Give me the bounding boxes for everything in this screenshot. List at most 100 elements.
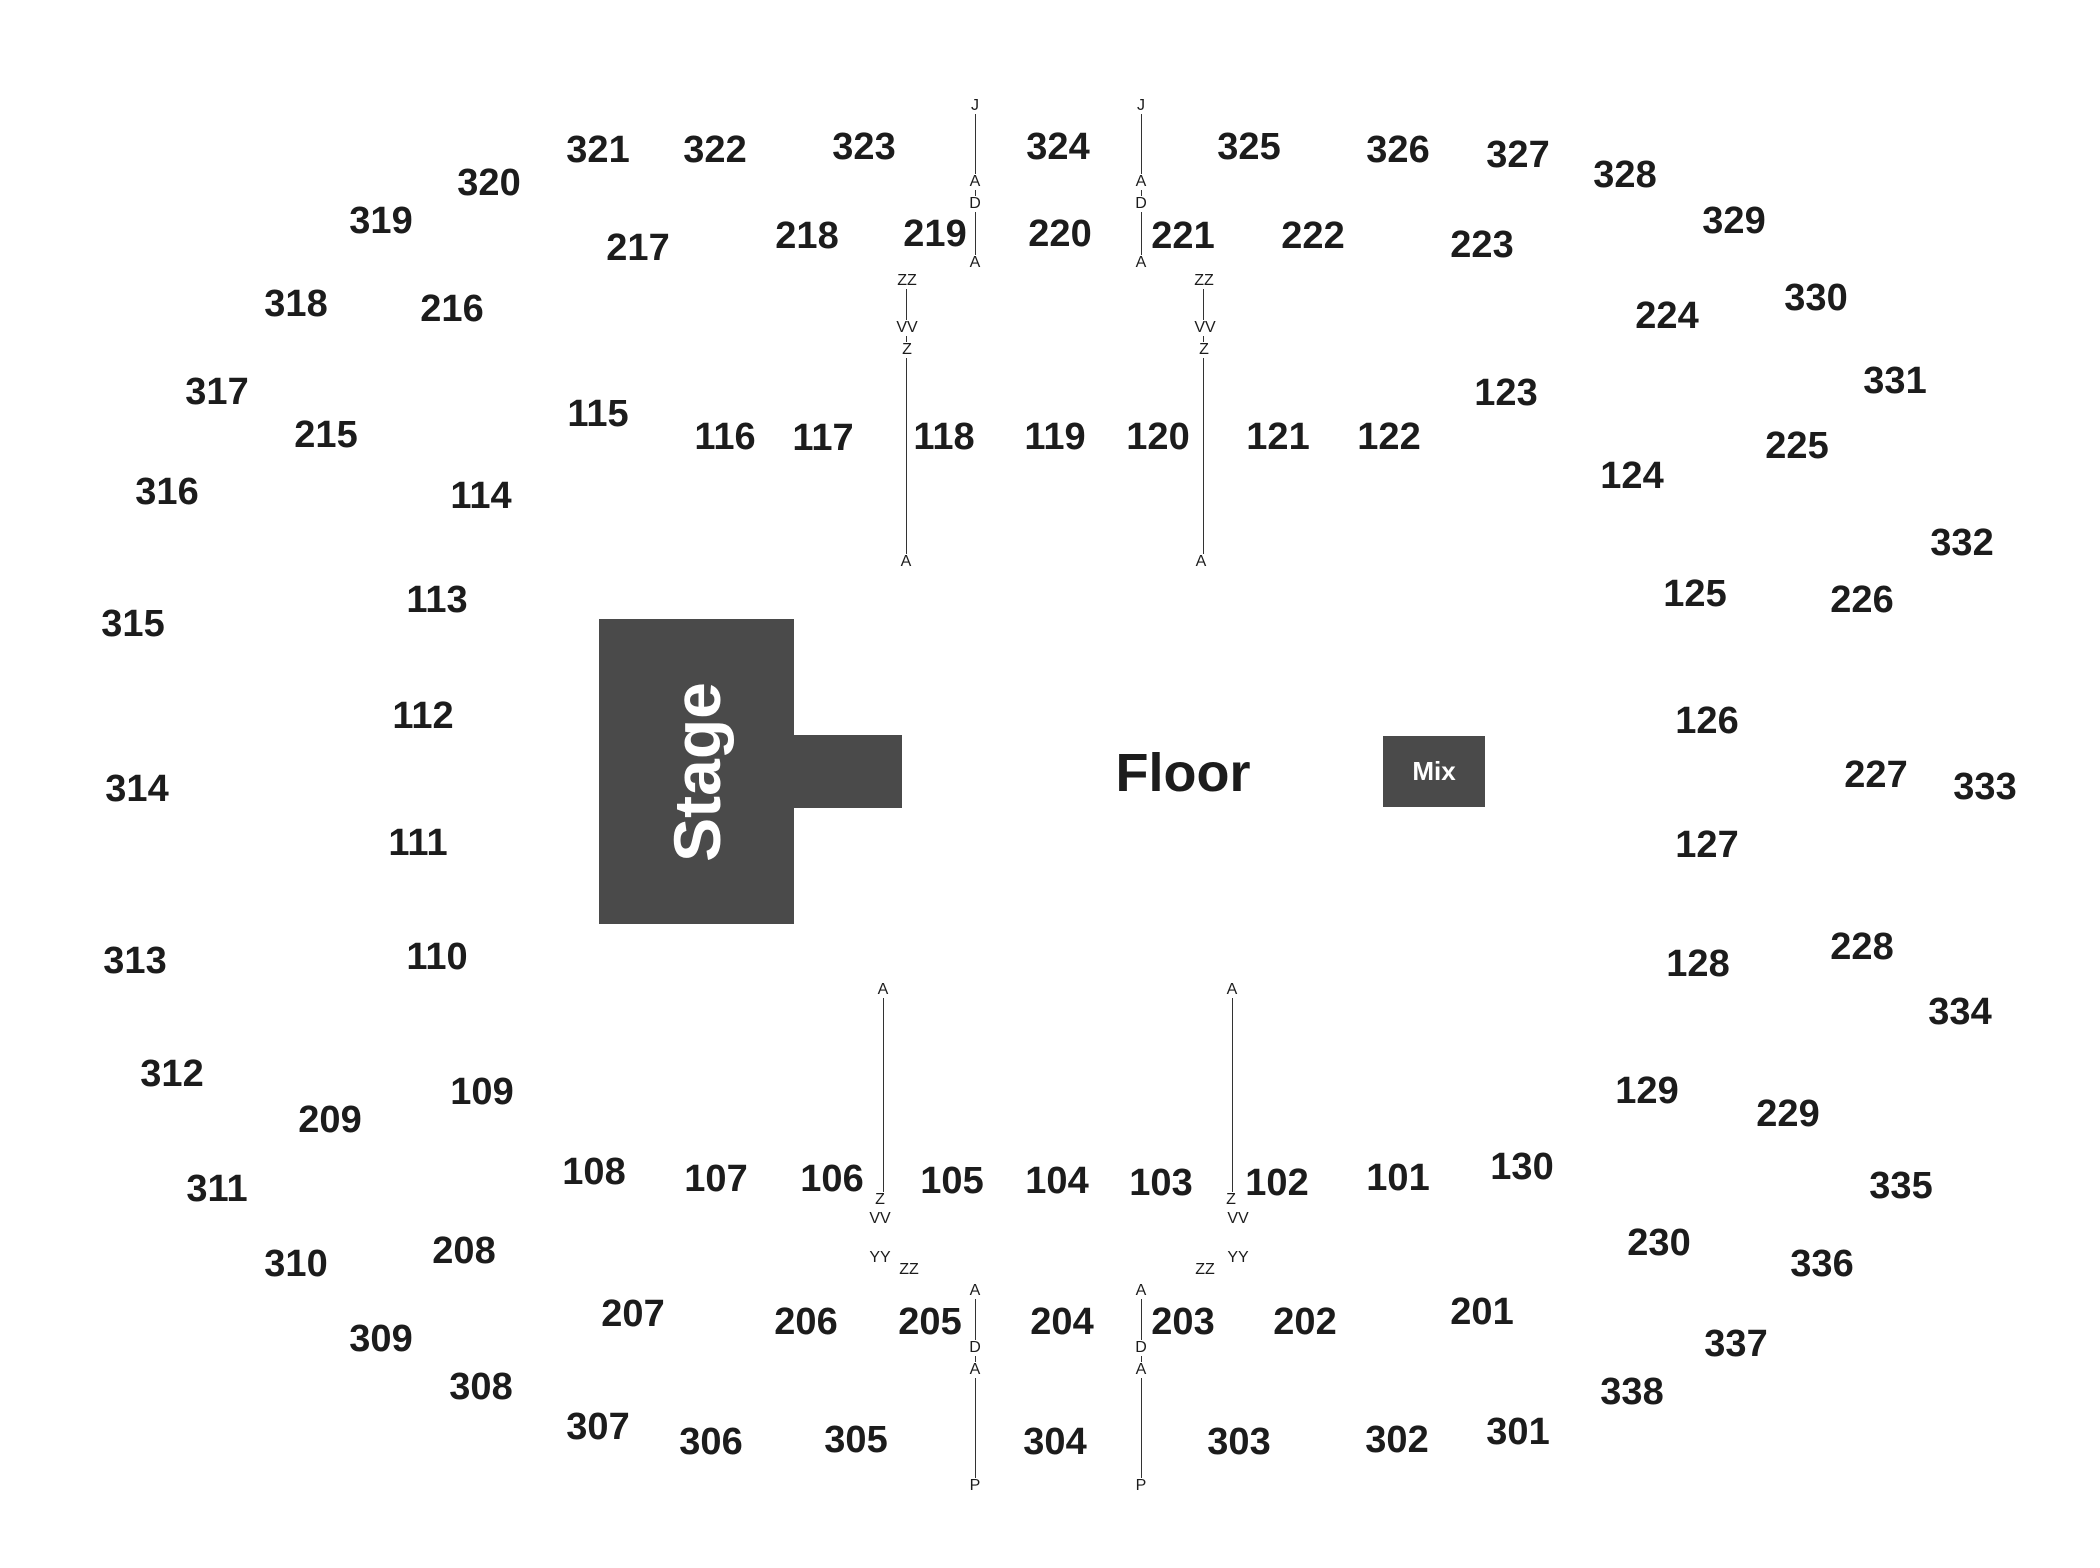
section-120[interactable]: 120 bbox=[1126, 416, 1190, 458]
section-316[interactable]: 316 bbox=[135, 471, 199, 513]
section-101[interactable]: 101 bbox=[1366, 1157, 1430, 1199]
section-118[interactable]: 118 bbox=[913, 416, 975, 458]
section-206[interactable]: 206 bbox=[774, 1301, 838, 1343]
section-225[interactable]: 225 bbox=[1765, 425, 1829, 467]
section-124[interactable]: 124 bbox=[1600, 455, 1664, 497]
section-119[interactable]: 119 bbox=[1024, 416, 1086, 458]
section-334[interactable]: 334 bbox=[1928, 991, 1992, 1033]
section-305[interactable]: 305 bbox=[824, 1419, 888, 1461]
section-108[interactable]: 108 bbox=[562, 1151, 626, 1193]
section-204[interactable]: 204 bbox=[1030, 1301, 1094, 1343]
section-116[interactable]: 116 bbox=[694, 416, 756, 458]
section-215[interactable]: 215 bbox=[294, 414, 358, 456]
section-102[interactable]: 102 bbox=[1245, 1162, 1309, 1204]
section-301[interactable]: 301 bbox=[1486, 1411, 1550, 1453]
section-103[interactable]: 103 bbox=[1129, 1162, 1193, 1204]
section-223[interactable]: 223 bbox=[1450, 224, 1514, 266]
section-319[interactable]: 319 bbox=[349, 200, 413, 242]
section-128[interactable]: 128 bbox=[1666, 943, 1730, 985]
section-332[interactable]: 332 bbox=[1930, 522, 1994, 564]
section-127[interactable]: 127 bbox=[1675, 824, 1739, 866]
section-328[interactable]: 328 bbox=[1593, 154, 1657, 196]
section-112[interactable]: 112 bbox=[392, 695, 454, 737]
section-325[interactable]: 325 bbox=[1217, 126, 1281, 168]
section-105[interactable]: 105 bbox=[920, 1160, 984, 1202]
section-313[interactable]: 313 bbox=[103, 940, 167, 982]
section-329[interactable]: 329 bbox=[1702, 200, 1766, 242]
section-122[interactable]: 122 bbox=[1357, 416, 1421, 458]
section-304[interactable]: 304 bbox=[1023, 1421, 1087, 1463]
row-marker-top-right-upper-1: A bbox=[1134, 173, 1148, 190]
section-326[interactable]: 326 bbox=[1366, 129, 1430, 171]
section-109[interactable]: 109 bbox=[450, 1071, 514, 1113]
section-126[interactable]: 126 bbox=[1675, 700, 1739, 742]
section-302[interactable]: 302 bbox=[1365, 1419, 1429, 1461]
section-123[interactable]: 123 bbox=[1474, 372, 1538, 414]
section-333[interactable]: 333 bbox=[1953, 766, 2017, 808]
floor-label[interactable]: Floor bbox=[1115, 743, 1251, 803]
section-327[interactable]: 327 bbox=[1486, 134, 1550, 176]
row-marker-bottom-right-lower-0: A bbox=[1225, 981, 1239, 998]
section-230[interactable]: 230 bbox=[1627, 1222, 1691, 1264]
section-306[interactable]: 306 bbox=[679, 1421, 743, 1463]
section-323[interactable]: 323 bbox=[832, 126, 896, 168]
section-104[interactable]: 104 bbox=[1025, 1160, 1089, 1202]
section-322[interactable]: 322 bbox=[683, 129, 747, 171]
section-216[interactable]: 216 bbox=[420, 288, 484, 330]
section-312[interactable]: 312 bbox=[140, 1053, 204, 1095]
section-219[interactable]: 219 bbox=[903, 213, 967, 255]
section-209[interactable]: 209 bbox=[298, 1099, 362, 1141]
section-324[interactable]: 324 bbox=[1026, 126, 1090, 168]
section-218[interactable]: 218 bbox=[775, 215, 839, 257]
section-226[interactable]: 226 bbox=[1830, 579, 1894, 621]
section-224[interactable]: 224 bbox=[1635, 295, 1699, 337]
section-310[interactable]: 310 bbox=[264, 1243, 328, 1285]
section-307[interactable]: 307 bbox=[566, 1406, 630, 1448]
section-115[interactable]: 115 bbox=[567, 393, 629, 435]
section-203[interactable]: 203 bbox=[1151, 1301, 1215, 1343]
section-114[interactable]: 114 bbox=[450, 475, 512, 517]
section-314[interactable]: 314 bbox=[105, 768, 169, 810]
section-317[interactable]: 317 bbox=[185, 371, 249, 413]
section-330[interactable]: 330 bbox=[1784, 277, 1848, 319]
section-125[interactable]: 125 bbox=[1663, 573, 1727, 615]
section-308[interactable]: 308 bbox=[449, 1366, 513, 1408]
row-marker-top-left-lower-3: A bbox=[899, 553, 913, 570]
aisle-line-bottom-left-upper bbox=[975, 1297, 976, 1480]
stage-runway bbox=[794, 735, 902, 808]
section-117[interactable]: 117 bbox=[792, 417, 854, 459]
section-318[interactable]: 318 bbox=[264, 283, 328, 325]
section-315[interactable]: 315 bbox=[101, 603, 165, 645]
section-202[interactable]: 202 bbox=[1273, 1301, 1337, 1343]
section-111[interactable]: 111 bbox=[388, 822, 448, 864]
section-229[interactable]: 229 bbox=[1756, 1093, 1820, 1135]
section-222[interactable]: 222 bbox=[1281, 215, 1345, 257]
section-335[interactable]: 335 bbox=[1869, 1165, 1933, 1207]
section-338[interactable]: 338 bbox=[1600, 1371, 1664, 1413]
section-331[interactable]: 331 bbox=[1863, 360, 1927, 402]
section-217[interactable]: 217 bbox=[606, 227, 670, 269]
section-121[interactable]: 121 bbox=[1246, 416, 1310, 458]
section-201[interactable]: 201 bbox=[1450, 1291, 1514, 1333]
section-130[interactable]: 130 bbox=[1490, 1146, 1554, 1188]
section-113[interactable]: 113 bbox=[406, 579, 468, 621]
section-336[interactable]: 336 bbox=[1790, 1243, 1854, 1285]
section-106[interactable]: 106 bbox=[800, 1158, 864, 1200]
section-107[interactable]: 107 bbox=[684, 1158, 748, 1200]
section-320[interactable]: 320 bbox=[457, 162, 521, 204]
section-220[interactable]: 220 bbox=[1028, 213, 1092, 255]
section-208[interactable]: 208 bbox=[432, 1230, 496, 1272]
section-303[interactable]: 303 bbox=[1207, 1421, 1271, 1463]
row-marker-bottom-right-lower-2: VV bbox=[1226, 1210, 1250, 1227]
section-110[interactable]: 110 bbox=[406, 936, 468, 978]
section-337[interactable]: 337 bbox=[1704, 1323, 1768, 1365]
section-205[interactable]: 205 bbox=[898, 1301, 962, 1343]
section-129[interactable]: 129 bbox=[1615, 1070, 1679, 1112]
section-207[interactable]: 207 bbox=[601, 1293, 665, 1335]
section-228[interactable]: 228 bbox=[1830, 926, 1894, 968]
section-321[interactable]: 321 bbox=[566, 129, 630, 171]
section-311[interactable]: 311 bbox=[186, 1168, 248, 1210]
section-227[interactable]: 227 bbox=[1844, 754, 1908, 796]
section-309[interactable]: 309 bbox=[349, 1318, 413, 1360]
section-221[interactable]: 221 bbox=[1151, 215, 1215, 257]
